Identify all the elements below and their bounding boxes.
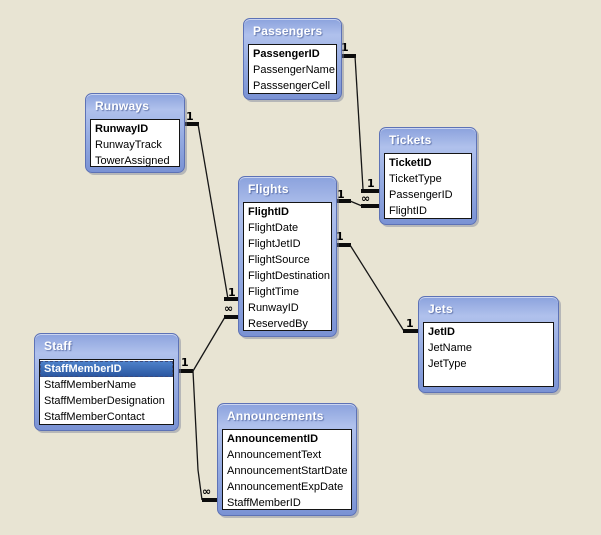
- field-row[interactable]: AnnouncementExpDate: [227, 481, 344, 493]
- endpoint-bar: [403, 329, 419, 333]
- relationship-line-flights-jets[interactable]: [334, 243, 419, 333]
- field-row[interactable]: FlightID: [389, 205, 427, 217]
- table-title-bar[interactable]: Announcements: [227, 409, 324, 423]
- cardinality-tickets-end-from-flights: ∞: [361, 192, 371, 205]
- relationship-line-runways-flights[interactable]: [183, 122, 239, 301]
- endpoint-bar: [339, 54, 356, 58]
- field-row[interactable]: RunwayID: [95, 123, 149, 135]
- field-row[interactable]: StaffMemberID: [227, 497, 301, 509]
- table-title-bar[interactable]: Tickets: [389, 133, 432, 147]
- table-title-bar[interactable]: Runways: [95, 99, 150, 113]
- field-row[interactable]: RunwayID: [248, 302, 299, 314]
- table-title-bar[interactable]: Staff: [44, 339, 72, 353]
- field-row[interactable]: FlightTime: [248, 286, 299, 298]
- cardinality-tickets-end-from-passengers: 1: [367, 177, 375, 190]
- field-row[interactable]: TicketID: [389, 157, 432, 169]
- cardinality-announcements-end: ∞: [202, 485, 212, 498]
- endpoint-bar: [334, 199, 351, 203]
- cardinality-flights-end-from-runways: 1: [228, 286, 236, 299]
- field-row[interactable]: PassengerID: [389, 189, 453, 201]
- endpoint-bar: [177, 369, 193, 373]
- field-row[interactable]: FlightJetID: [248, 238, 301, 250]
- endpoint-bar: [202, 498, 218, 502]
- field-row[interactable]: FlightDate: [248, 222, 299, 234]
- field-row[interactable]: AnnouncementID: [227, 433, 319, 445]
- field-row[interactable]: JetType: [428, 358, 467, 370]
- relationship-line-staff-flights[interactable]: [177, 315, 239, 373]
- endpoint-bar: [361, 204, 379, 208]
- field-row[interactable]: ReservedBy: [248, 318, 308, 330]
- relationship-line-flights-tickets[interactable]: [334, 199, 379, 208]
- endpoint-bar: [224, 315, 239, 319]
- relationship-line-staff-announcements[interactable]: [192, 370, 218, 502]
- field-row[interactable]: StaffMemberName: [44, 379, 137, 391]
- field-row[interactable]: PassengerName: [253, 64, 335, 76]
- field-row[interactable]: FlightID: [248, 206, 289, 218]
- table-title-bar[interactable]: Passengers: [253, 24, 323, 38]
- endpoint-bar: [334, 243, 351, 247]
- field-row[interactable]: PasssengerCell: [253, 80, 331, 92]
- cardinality-flights-end-to-jets: 1: [336, 230, 344, 243]
- cardinality-passengers-end: 1: [341, 41, 349, 54]
- cardinality-staff-end: 1: [181, 356, 189, 369]
- field-row[interactable]: JetName: [428, 342, 473, 354]
- field-row[interactable]: StaffMemberID: [40, 361, 173, 377]
- relationship-line-passengers-tickets[interactable]: [339, 54, 379, 193]
- cardinality-flights-end-to-tickets: 1: [337, 188, 345, 201]
- endpoint-bar: [361, 189, 379, 193]
- field-row[interactable]: RunwayTrack: [95, 139, 162, 151]
- endpoint-bar: [224, 297, 239, 301]
- field-row[interactable]: StaffMemberContact: [44, 411, 145, 423]
- field-row[interactable]: TowerAssigned: [95, 155, 170, 167]
- table-title-bar[interactable]: Jets: [428, 302, 453, 316]
- table-title-bar[interactable]: Flights: [248, 182, 289, 196]
- endpoint-bar: [183, 122, 199, 126]
- field-row[interactable]: PassengerID: [253, 48, 320, 60]
- field-row[interactable]: TicketType: [389, 173, 442, 185]
- cardinality-flights-end-from-staff: ∞: [224, 302, 234, 315]
- cardinality-runways-end: 1: [186, 110, 194, 123]
- field-row[interactable]: StaffMemberDesignation: [44, 395, 165, 407]
- field-row[interactable]: FlightDestination: [248, 270, 330, 282]
- field-row[interactable]: AnnouncementStartDate: [227, 465, 348, 477]
- field-row[interactable]: FlightSource: [248, 254, 310, 266]
- cardinality-jets-end: 1: [406, 317, 414, 330]
- field-row[interactable]: JetID: [428, 326, 455, 338]
- field-row[interactable]: AnnouncementText: [227, 449, 322, 461]
